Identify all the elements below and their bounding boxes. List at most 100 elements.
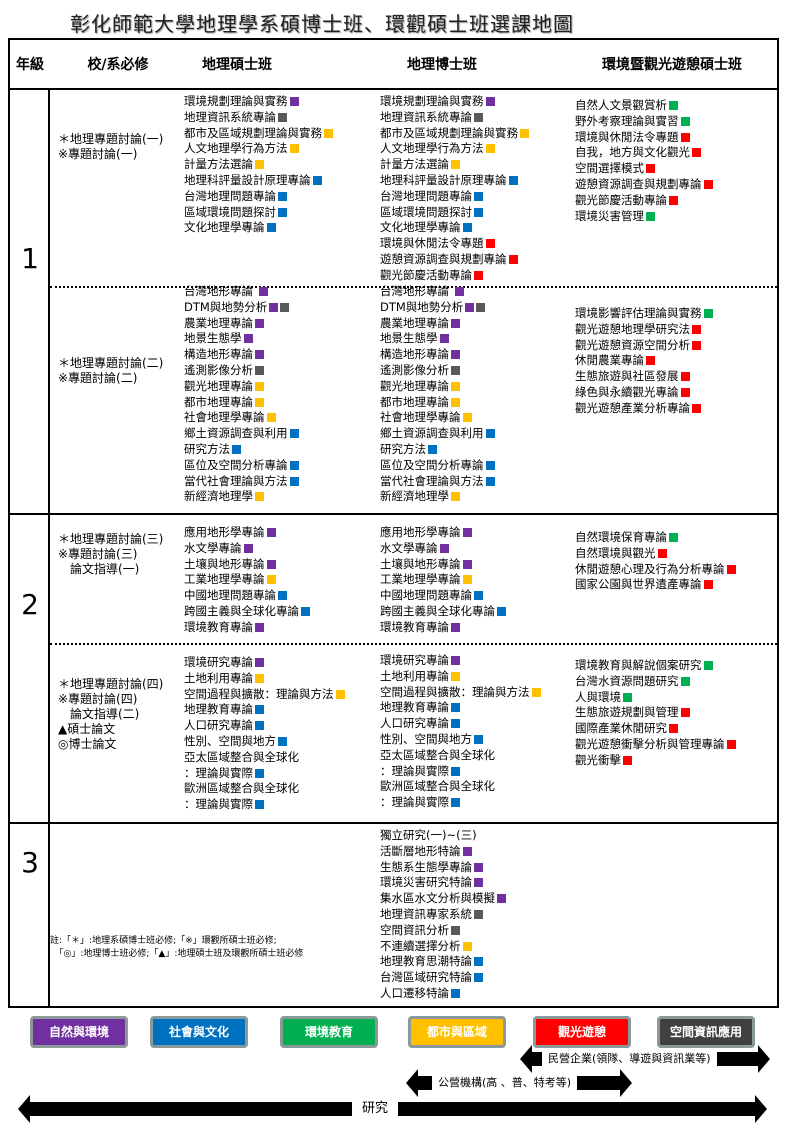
course-name: 農業地理專論 — [380, 315, 449, 330]
course-name: 都市及區域規劃理論與實務 — [184, 125, 322, 140]
text-line: ＊地理專題討論(三) — [58, 532, 163, 547]
course-name: 台灣水資源問題研究 — [575, 673, 679, 688]
course-item: 地理教育思潮特論 — [380, 954, 506, 970]
text-line: ◎博士論文 — [58, 737, 163, 752]
category-square-icon — [255, 492, 264, 502]
category-square-icon — [692, 340, 701, 350]
course-item: 地景生態學 — [380, 331, 495, 347]
course-name: 都市及區域規劃理論與實務 — [380, 125, 518, 140]
course-name: 環境與休閒法令專題 — [575, 129, 679, 144]
category-square-icon — [428, 444, 437, 454]
category-square-icon — [451, 318, 460, 328]
category-square-icon — [703, 661, 713, 670]
course-item: 地理科評量設計原理專論 — [380, 173, 529, 189]
course-item: 自然人文景觀賞析 — [575, 98, 713, 114]
course-name: 研究方法 — [380, 441, 426, 456]
course-name: 社會地理學專論 — [184, 410, 265, 425]
category-square-icon — [232, 444, 241, 454]
category-square-icon — [255, 318, 264, 328]
category-square-icon — [474, 909, 483, 919]
course-name: 土壤與地形專論 — [380, 556, 461, 571]
category-square-icon — [451, 925, 460, 935]
course-item: 空間過程與擴散：理論與方法 — [184, 687, 345, 703]
category-square-icon — [485, 239, 495, 249]
category-square-icon — [266, 575, 276, 585]
category-square-icon — [255, 800, 264, 810]
course-name: 論文指導(二) — [58, 707, 140, 721]
category-square-icon — [289, 476, 299, 486]
course-item: 集水區水文分析與模擬 — [380, 891, 506, 907]
geo-phd-courses: 環境研究專論土地利用專論空間過程與擴散：理論與方法地理教育專論人口研究專論性別、… — [380, 653, 541, 811]
course-name: 遙測影像分析 — [184, 362, 253, 377]
env-ms-courses: 自然人文景觀賞析野外考察理論與實習環境與休閒法令專題自我，地方與文化觀光空間選擇… — [575, 98, 713, 224]
course-item: 構造地形專論 — [184, 347, 299, 363]
course-name: 性別、空間與地方 — [184, 733, 276, 748]
course-item: 都市地理專論 — [184, 395, 299, 411]
category-square-icon — [451, 622, 460, 632]
text-line: 論文指導(一) — [58, 562, 163, 577]
category-square-icon — [255, 673, 264, 683]
text-line: ▲碩士論文 — [58, 722, 163, 737]
course-item: ：理論與實際 — [184, 797, 345, 813]
year-label: 3 — [21, 846, 39, 879]
category-square-icon — [703, 309, 713, 318]
course-item: 計量方法選論 — [184, 157, 333, 173]
course-item: 人文地理學行為方法 — [184, 141, 333, 157]
header-env-ms: 環境暨觀光遊憩碩士班 — [602, 57, 742, 73]
course-name: 觀光節慶活動專論 — [380, 267, 472, 282]
course-item: 觀光遊憩衝擊分析與管理專論 — [575, 737, 736, 753]
category-square-icon — [255, 768, 264, 778]
category-square-icon — [451, 397, 460, 407]
category-square-icon — [451, 365, 460, 375]
course-name: 自然環境保育專論 — [575, 530, 667, 544]
divider — [10, 513, 777, 515]
course-item: 環境教育專論 — [380, 620, 506, 636]
course-item: 地理資訊專家系統 — [380, 907, 506, 923]
category-square-icon — [680, 132, 690, 142]
category-square-icon — [462, 846, 472, 856]
course-name: 土地利用專論 — [380, 668, 449, 683]
course-name: 地理資訊系統專論 — [380, 109, 472, 124]
course-item: 國際產業休閒研究 — [575, 721, 736, 737]
course-item: 應用地形學專論 — [184, 525, 310, 541]
header-geo-ms: 地理碩士班 — [202, 57, 272, 73]
category-square-icon — [462, 559, 472, 569]
category-square-icon — [531, 687, 541, 697]
env-ms-courses: 環境影響評估理論與實務觀光遊憩地理學研究法觀光遊憩資源空間分析休閒農業專論生態旅… — [575, 306, 713, 417]
required-courses: ＊地理專題討論(四)※專題討論(四) 論文指導(二)▲碩士論文◎博士論文 — [58, 677, 163, 752]
course-item: 休閒農業專論 — [575, 353, 713, 369]
course-item: 國家公園與世界遺產專論 — [575, 577, 736, 593]
course-name: 觀光節慶活動專論 — [575, 192, 667, 207]
course-item: 觀光地理專論 — [184, 379, 299, 395]
category-square-icon — [289, 144, 299, 154]
category-square-icon — [465, 302, 475, 312]
course-name: 台灣地理問題專論 — [184, 188, 276, 203]
course-item: 環境影響評估理論與實務 — [575, 306, 713, 322]
category-square-icon — [451, 798, 460, 808]
category-square-icon — [266, 413, 276, 423]
course-name: 人口研究專論 — [184, 718, 253, 733]
course-name: ：理論與實際 — [184, 765, 253, 780]
research-label: 研究 — [352, 1098, 399, 1120]
course-name: 歐洲區域整合與全球化 — [380, 779, 495, 794]
course-name: 新經濟地理學 — [380, 489, 449, 504]
course-name: 人口遷移特論 — [380, 985, 449, 1000]
course-name: 空間選擇模式 — [575, 161, 644, 176]
course-name: 應用地形學專論 — [380, 525, 461, 539]
course-name: 環境災害管理 — [575, 208, 644, 223]
course-item: 人與環境 — [575, 690, 736, 706]
course-name: 論文指導(一) — [58, 562, 140, 576]
category-square-icon — [669, 195, 678, 205]
course-item: 人口遷移特論 — [380, 986, 506, 1002]
category-square-icon — [474, 112, 483, 122]
course-item: 台灣地形專論 — [184, 284, 299, 300]
course-name: 環境教育與解說個案研究 — [575, 658, 702, 672]
course-name: 獨立研究(一)~(三) — [380, 828, 477, 842]
category-square-icon — [703, 580, 713, 590]
category-square-icon — [324, 128, 333, 138]
course-item: 人文地理學行為方法 — [380, 141, 529, 157]
year-label: 2 — [21, 588, 39, 621]
footnote: 註:「＊」:地理系碩博士班必修;「※」環觀所碩士班必修; 「◎」:地理博士班必修… — [50, 935, 303, 961]
course-item: 台灣地理問題專論 — [380, 189, 529, 205]
category-square-icon — [280, 302, 290, 312]
